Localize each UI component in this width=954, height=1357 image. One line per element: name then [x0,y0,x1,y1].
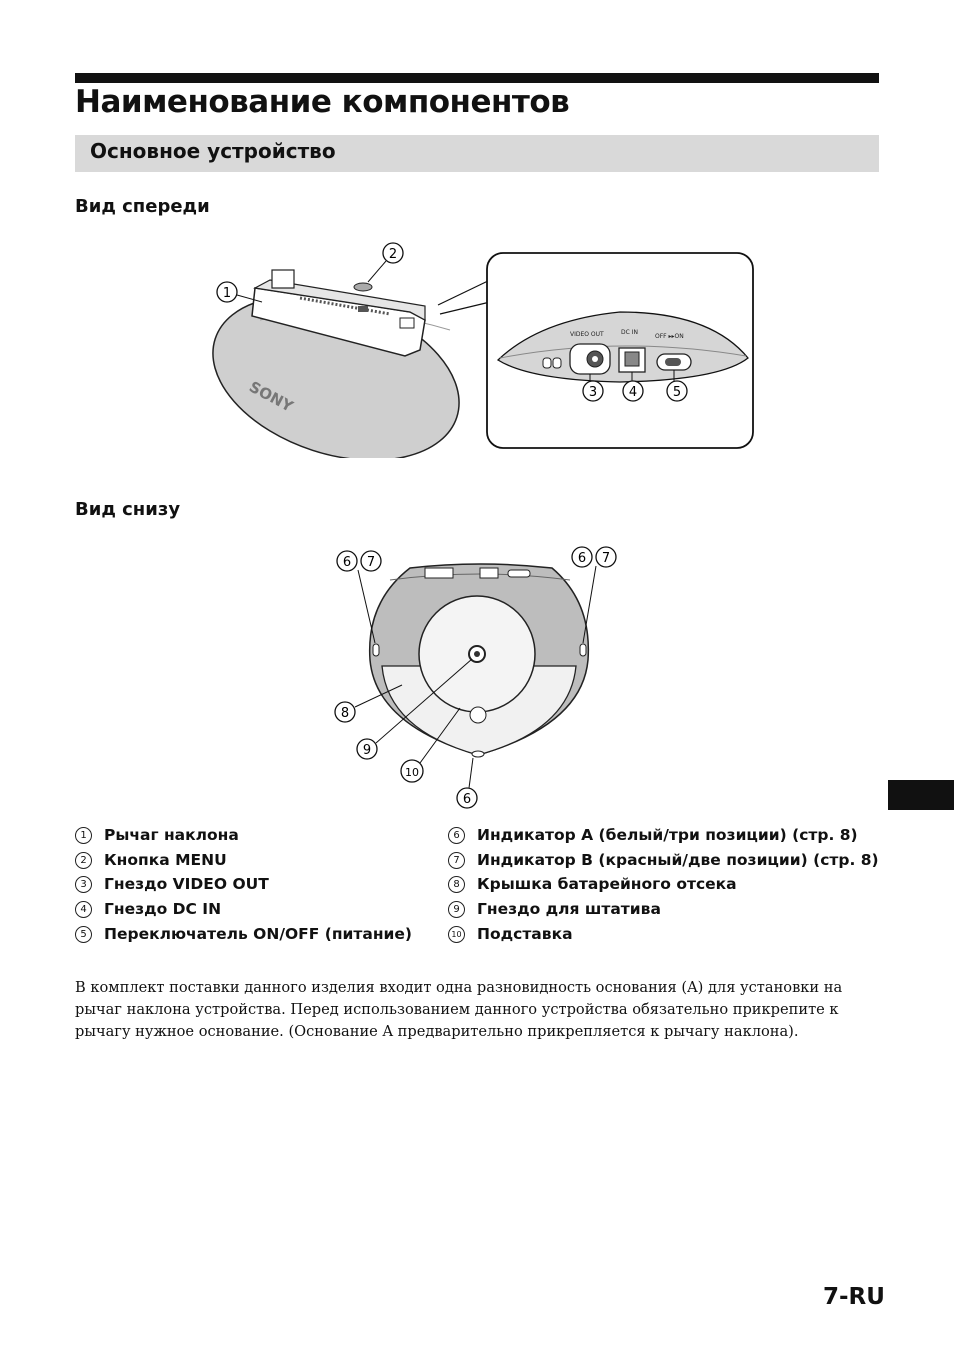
legend-number: 8 [448,876,465,893]
svg-text:8: 8 [341,706,349,721]
callout-10: 10 [400,707,461,783]
legend-text: Подставка [477,925,573,943]
svg-text:5: 5 [673,385,681,400]
legend-number: 7 [448,852,465,869]
label-video-out: VIDEO OUT [570,331,604,338]
front-view-illustration: SONY 1 2 VIDEO OUT DC IN OFF ▸▸ON 3 4 5 [212,242,754,458]
legend-item-5: 5 Переключатель ON/OFF (питание) [75,925,412,943]
svg-text:10: 10 [405,766,419,779]
legend-item-10: 10 Подставка [448,925,573,943]
callout-7-right: 7 [595,546,617,568]
legend-item-6: 6 Индикатор A (белый/три позиции) (стр. 8… [448,826,858,844]
callout-2: 2 [367,242,404,283]
legend-text: Переключатель ON/OFF (питание) [104,925,413,943]
indicator-left [372,643,380,657]
legend-number: 5 [75,926,92,943]
svg-text:2: 2 [389,247,397,262]
legend-number: 4 [75,901,92,918]
callout-6-bottom: 6 [456,757,478,809]
legend-text: Рычаг наклона [104,826,239,844]
svg-text:9: 9 [363,743,371,758]
legend-item-7: 7 Индикатор B (красный/две позиции) (стр.… [448,851,879,869]
note-paragraph: В комплект поставки данного изделия вход… [75,979,843,1040]
bottom-view-heading: Вид снизу [75,499,181,520]
legend-item-9: 9 Гнездо для штатива [448,900,661,918]
top-rule [75,73,879,83]
legend-number: 1 [75,827,92,844]
legend-number: 9 [448,901,465,918]
legend-text: Гнездо для штатива [477,900,661,918]
callout-7-left: 7 [360,550,382,572]
section-title: Основное устройство [90,139,336,163]
legend-text: Крышка батарейного отсека [477,875,737,893]
svg-text:4: 4 [629,385,637,400]
svg-text:1: 1 [223,286,231,301]
legend-text: Кнопка MENU [104,851,227,869]
legend-item-4: 4 Гнездо DC IN [75,900,221,918]
callout-6-right: 6 [571,546,593,568]
thumb-index-tab [888,780,954,810]
svg-text:7: 7 [367,555,375,570]
svg-text:3: 3 [589,385,597,400]
page-title: Наименование компонентов [75,84,570,120]
callout-5: 5 [666,370,688,402]
legend-item-1: 1 Рычаг наклона [75,826,239,844]
svg-text:6: 6 [463,792,471,807]
legend-number: 2 [75,852,92,869]
legend-text: Гнездо DC IN [104,900,222,918]
page-number: 7-RU [823,1284,885,1310]
indicator-front [471,750,485,758]
section-bar [75,135,879,172]
legend-text: Индикатор A (белый/три позиции) (стр. 8) [477,826,858,844]
callout-6-left: 6 [336,550,358,572]
callout-3: 3 [582,374,604,402]
callout-9: 9 [356,658,473,760]
legend-text: Индикатор B (красный/две позиции) (стр. … [477,851,879,869]
legend-item-8: 8 Крышка батарейного отсека [448,875,737,893]
label-switch: OFF ▸▸ON [655,333,684,340]
callout-4: 4 [622,372,644,402]
bottom-view-illustration: 6 7 6 7 8 9 10 6 [334,546,617,809]
legend-item-3: 3 Гнездо VIDEO OUT [75,875,269,893]
callout-8: 8 [334,684,403,723]
indicator-right [579,643,587,657]
svg-text:6: 6 [343,555,351,570]
front-view-heading: Вид спереди [75,196,210,217]
svg-text:6: 6 [578,551,586,566]
legend-number: 3 [75,876,92,893]
label-dc-in: DC IN [621,329,638,336]
svg-text:7: 7 [602,551,610,566]
legend-item-2: 2 Кнопка MENU [75,851,227,869]
legend-number: 6 [448,827,465,844]
callout-1: 1 [216,281,263,303]
legend-text: Гнездо VIDEO OUT [104,875,269,893]
menu-button [353,282,373,292]
legend-number: 10 [448,926,465,943]
